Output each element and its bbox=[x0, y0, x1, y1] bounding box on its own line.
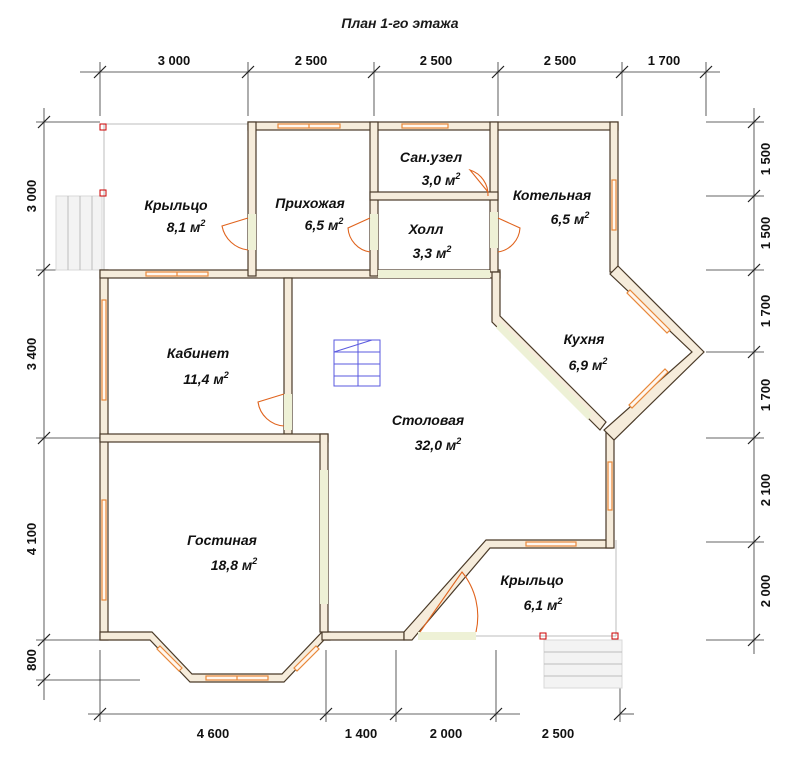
room-area: 6,1 м2 bbox=[524, 596, 563, 613]
room-name: Котельная bbox=[513, 187, 591, 203]
stairs-icon bbox=[333, 339, 381, 387]
dimension-line-left: 3 000 3 400 4 100 800 bbox=[24, 108, 140, 700]
room-name: Прихожая bbox=[275, 195, 345, 211]
room-bathroom: Сан.узел 3,0 м2 bbox=[400, 149, 462, 188]
dimension-line-right: 1 500 1 500 1 700 1 700 2 100 2 000 bbox=[706, 108, 773, 654]
room-area: 6,9 м2 bbox=[569, 356, 608, 373]
dim-top-4: 2 500 bbox=[544, 53, 577, 68]
porch-steps-left bbox=[55, 195, 103, 271]
dim-top-1: 3 000 bbox=[158, 53, 191, 68]
room-porch-right: Крыльцо 6,1 м2 bbox=[500, 572, 564, 613]
room-boiler: Котельная 6,5 м2 bbox=[513, 187, 591, 227]
room-study: Кабинет 11,4 м2 bbox=[167, 345, 229, 387]
room-area: 6,5 м2 bbox=[305, 216, 344, 233]
room-area: 3,0 м2 bbox=[422, 171, 461, 188]
dim-left-2: 3 400 bbox=[24, 338, 39, 371]
dim-bottom-4: 2 500 bbox=[542, 726, 575, 741]
dim-right-4: 1 700 bbox=[758, 379, 773, 412]
room-hall: Холл 3,3 м2 bbox=[408, 221, 452, 261]
dim-bottom-3: 2 000 bbox=[430, 726, 463, 741]
room-area: 6,5 м2 bbox=[551, 210, 590, 227]
plan-title: План 1-го этажа bbox=[341, 15, 458, 31]
room-area: 32,0 м2 bbox=[415, 436, 462, 453]
dim-right-1: 1 500 bbox=[758, 143, 773, 176]
dim-right-6: 2 000 bbox=[758, 575, 773, 608]
corner-markers bbox=[99, 123, 619, 640]
room-name: Кухня bbox=[564, 331, 605, 347]
room-name: Столовая bbox=[392, 412, 464, 428]
room-area: 3,3 м2 bbox=[413, 244, 452, 261]
room-kitchen: Кухня 6,9 м2 bbox=[564, 331, 608, 373]
room-name: Сан.узел bbox=[400, 149, 462, 165]
dimension-line-top: 3 000 2 500 2 500 2 500 1 700 bbox=[80, 53, 720, 116]
room-name: Холл bbox=[408, 221, 444, 237]
dim-left-3: 4 100 bbox=[24, 523, 39, 556]
door-openings bbox=[248, 212, 592, 640]
dimension-line-bottom: 4 600 1 400 2 000 2 500 bbox=[88, 650, 634, 741]
room-name: Гостиная bbox=[187, 532, 257, 548]
door-swings bbox=[221, 168, 521, 633]
room-name: Крыльцо bbox=[500, 572, 564, 588]
room-porch-left: Крыльцо 8,1 м2 bbox=[144, 197, 208, 235]
dim-left-4: 800 bbox=[24, 649, 39, 671]
windows bbox=[101, 123, 671, 681]
dim-left-1: 3 000 bbox=[24, 180, 39, 213]
room-area: 11,4 м2 bbox=[183, 370, 228, 387]
porch-steps-right bbox=[543, 639, 623, 689]
dim-bottom-1: 4 600 bbox=[197, 726, 230, 741]
dim-top-3: 2 500 bbox=[420, 53, 453, 68]
dim-right-3: 1 700 bbox=[758, 295, 773, 328]
dim-bottom-2: 1 400 bbox=[345, 726, 378, 741]
room-name: Крыльцо bbox=[144, 197, 208, 213]
room-area: 18,8 м2 bbox=[211, 556, 258, 573]
dim-right-5: 2 100 bbox=[758, 474, 773, 507]
room-dining: Столовая 32,0 м2 bbox=[392, 412, 464, 453]
room-area: 8,1 м2 bbox=[167, 218, 206, 235]
dim-top-5: 1 700 bbox=[648, 53, 681, 68]
room-hallway: Прихожая 6,5 м2 bbox=[275, 195, 345, 233]
room-name: Кабинет bbox=[167, 345, 229, 361]
dim-top-2: 2 500 bbox=[295, 53, 328, 68]
room-living: Гостиная 18,8 м2 bbox=[187, 532, 257, 573]
dim-right-2: 1 500 bbox=[758, 217, 773, 250]
